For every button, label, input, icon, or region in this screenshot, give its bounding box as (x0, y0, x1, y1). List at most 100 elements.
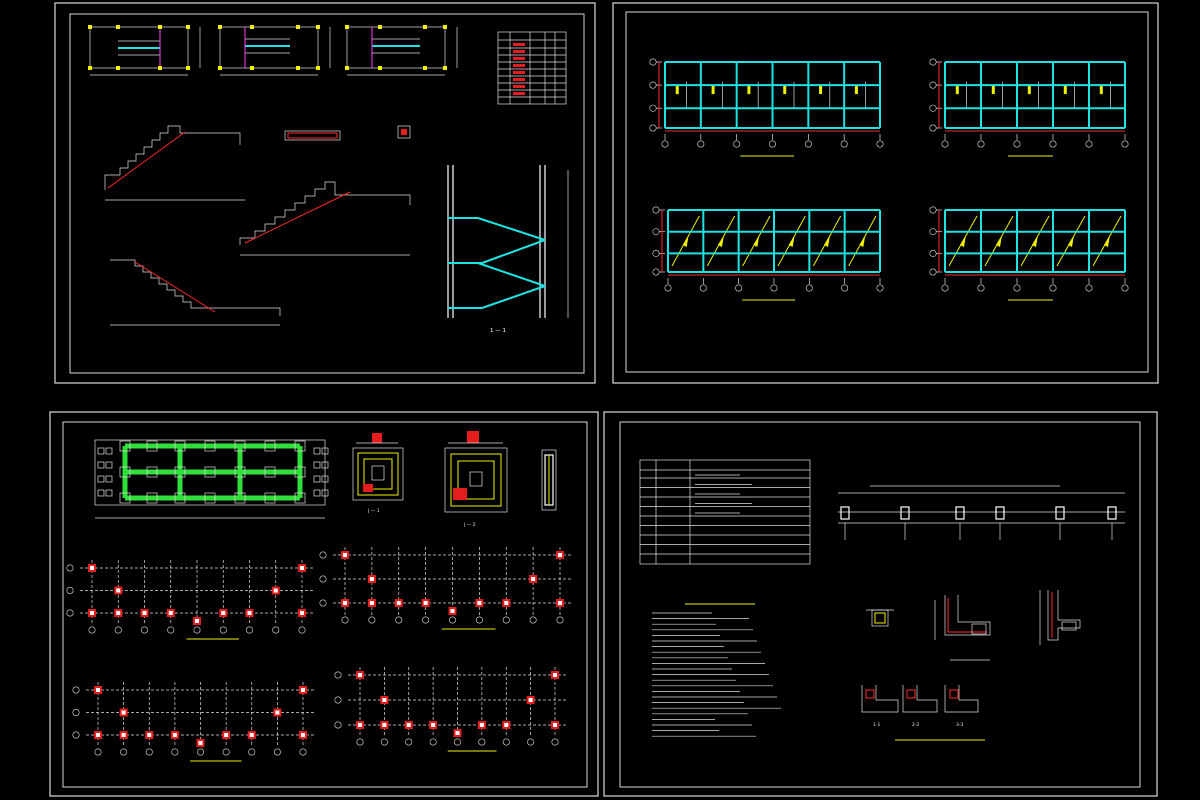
slab-mark (682, 235, 689, 247)
column-core (195, 619, 199, 623)
grid-bubble (929, 58, 937, 66)
rebar-tag (819, 85, 823, 95)
grid-bubble (1013, 140, 1021, 148)
column-core (553, 723, 557, 727)
grid-bubble (929, 124, 937, 132)
grid-bubble (380, 738, 388, 746)
grid-bubble (649, 58, 657, 66)
column-pier-detail (541, 449, 557, 511)
grid-bubble (72, 686, 80, 694)
rebar-tag (991, 85, 995, 95)
grid-bubble (502, 738, 510, 746)
grid-bubble (941, 140, 949, 148)
grid-bubble (929, 249, 937, 257)
wall-column (995, 506, 1005, 520)
pile-cap (146, 440, 158, 452)
pile-cap (119, 492, 131, 504)
pile-cap (313, 489, 321, 497)
rebar-tag (854, 85, 858, 95)
wall-section-elevation (838, 485, 1125, 540)
grid-bubble (1049, 140, 1057, 148)
column-core (273, 588, 278, 593)
column-core (358, 723, 362, 727)
column-core (247, 611, 252, 615)
grid-bubble (652, 206, 660, 214)
pile-cap (97, 461, 105, 469)
column-core (406, 723, 411, 727)
grid-bubble (94, 748, 102, 756)
slab-mark (824, 235, 830, 247)
pile-cap (234, 466, 246, 478)
pile-cap (97, 475, 105, 483)
grid-bubble (141, 626, 149, 634)
column-plan-4 (334, 667, 567, 752)
column-core (275, 710, 280, 715)
grid-bubble (977, 284, 985, 292)
sheet-general-notes[interactable]: 1-1 2-2 3-3 (603, 411, 1158, 797)
footing-label-j1: J — 1 (367, 508, 380, 514)
stair-plan-1 (88, 25, 201, 76)
column-core (558, 553, 562, 557)
column-core (477, 601, 482, 605)
column-core (455, 731, 460, 735)
stair-flight-tb1 (104, 125, 245, 201)
framing-plan-1 (649, 58, 884, 157)
sheet-foundation-plans[interactable]: J — 1 J — 2 (49, 411, 599, 797)
rebar-tag (1063, 85, 1067, 95)
rebar-tag (1027, 85, 1031, 95)
column-core (224, 733, 229, 737)
table-swatch (513, 50, 525, 53)
stair-flight-tb2 (239, 181, 411, 256)
detail-parapet (1039, 590, 1081, 645)
pile-cap (119, 440, 131, 452)
pile-cap (321, 489, 329, 497)
grid-bubble (1121, 284, 1129, 292)
grid-bubble (72, 731, 80, 739)
pile-cap (264, 492, 276, 504)
grid-bubble (1121, 140, 1129, 148)
grid-bubble (453, 738, 461, 746)
general-notes-text (652, 603, 781, 737)
sheet-framing-plans[interactable] (612, 2, 1159, 384)
pile-cap (174, 492, 186, 504)
detail-label-2-2: 2-2 (912, 722, 919, 728)
detail-1-1-top (866, 609, 894, 627)
grid-bubble (661, 140, 669, 148)
grid-bubble (768, 140, 776, 148)
grid-bubble (1085, 140, 1093, 148)
framing-plan-4 (929, 206, 1129, 301)
grid-bubble (551, 738, 559, 746)
pile-cap (105, 489, 113, 497)
wall-column (840, 506, 850, 520)
grid-bubble (929, 104, 937, 112)
grid-bubble (805, 284, 813, 292)
table-swatch (513, 64, 525, 67)
pile-cap (264, 466, 276, 478)
rebar-tag (783, 85, 787, 95)
pile-cap (313, 461, 321, 469)
wall-column (955, 506, 965, 520)
pile-cap (294, 440, 306, 452)
rebar-tag (955, 85, 959, 95)
detail-2-2: 2-2 (902, 685, 938, 728)
pile-cap (321, 447, 329, 455)
grid-bubble (556, 616, 564, 624)
grid-bubble (478, 738, 486, 746)
column-core (301, 688, 305, 692)
pile-cap (204, 466, 216, 478)
column-core (504, 601, 509, 605)
grid-bubble (66, 609, 74, 617)
foundation-beam-plan (94, 439, 329, 519)
pile-cap (119, 466, 131, 478)
sheet-stair-details[interactable]: 1 — 1 (54, 2, 596, 384)
grid-bubble (299, 748, 307, 756)
stair-plan-3 (345, 25, 458, 76)
pile-cap (313, 475, 321, 483)
grid-bubble (733, 140, 741, 148)
column-plan-2 (319, 547, 572, 630)
grid-bubble (197, 748, 205, 756)
grid-bubble (248, 748, 256, 756)
section-label-1-1: 1 — 1 (490, 328, 506, 334)
table-swatch (513, 92, 525, 95)
